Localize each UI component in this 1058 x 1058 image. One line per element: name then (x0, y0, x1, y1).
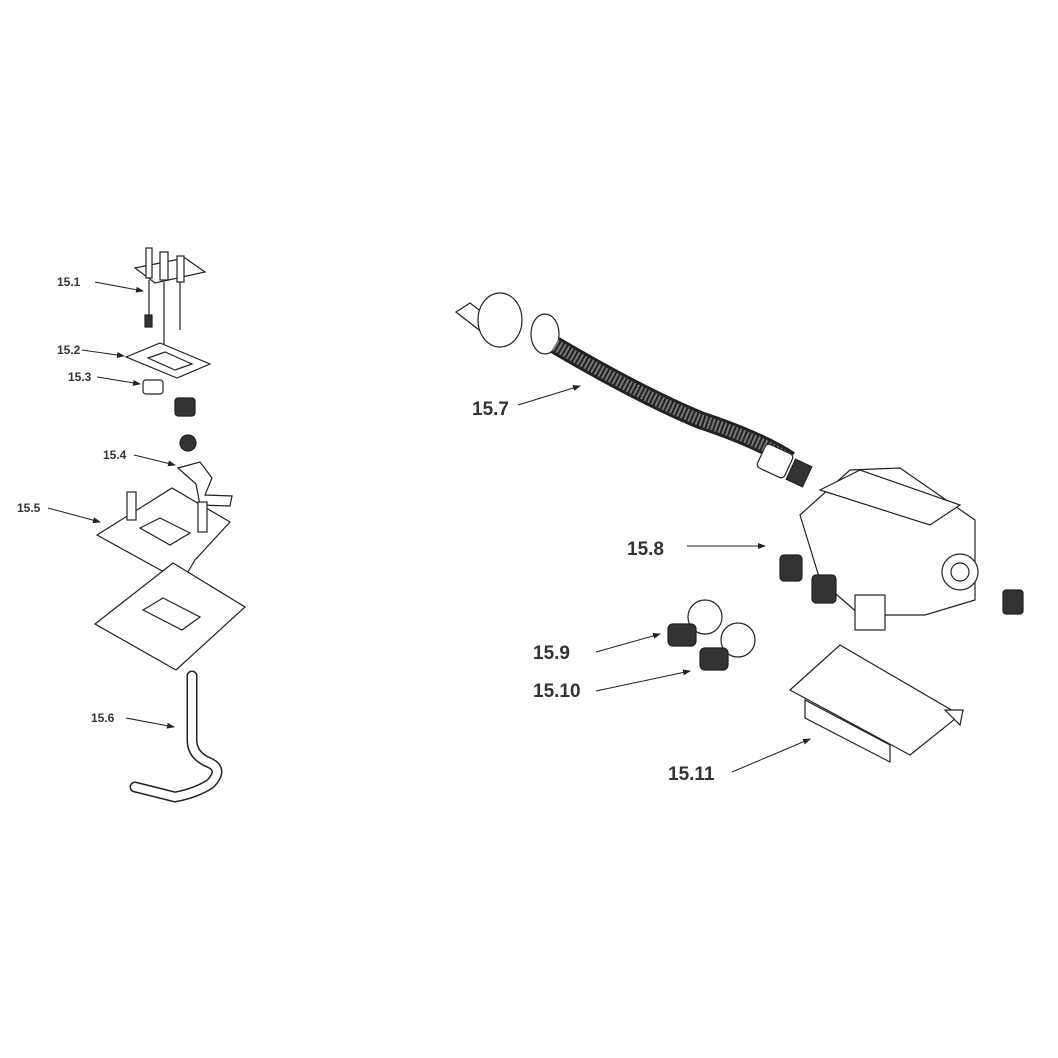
label-15-3: 15.3 (68, 370, 92, 384)
pilot-bracket (176, 461, 233, 507)
pilot-assembly (133, 247, 207, 345)
callouts: 15.1 15.2 15.3 15.4 15.5 15.6 15.7 15.8 … (17, 275, 811, 785)
label-15-10: 15.10 (533, 681, 581, 702)
valve-bracket (788, 644, 964, 763)
label-15-1: 15.1 (57, 275, 81, 289)
pilot-tube (129, 670, 223, 803)
label-15-5: 15.5 (17, 501, 41, 515)
flex-gas-line (454, 292, 813, 488)
label-15-11: 15.11 (668, 764, 715, 785)
knobs (667, 599, 756, 671)
label-15-9: 15.9 (533, 643, 570, 664)
label-15-7: 15.7 (472, 399, 509, 420)
fittings (142, 379, 197, 452)
label-15-2: 15.2 (57, 343, 81, 357)
label-15-4: 15.4 (103, 448, 127, 462)
label-15-8: 15.8 (627, 539, 664, 560)
label-15-6: 15.6 (91, 711, 115, 725)
gas-valve (779, 467, 1024, 631)
